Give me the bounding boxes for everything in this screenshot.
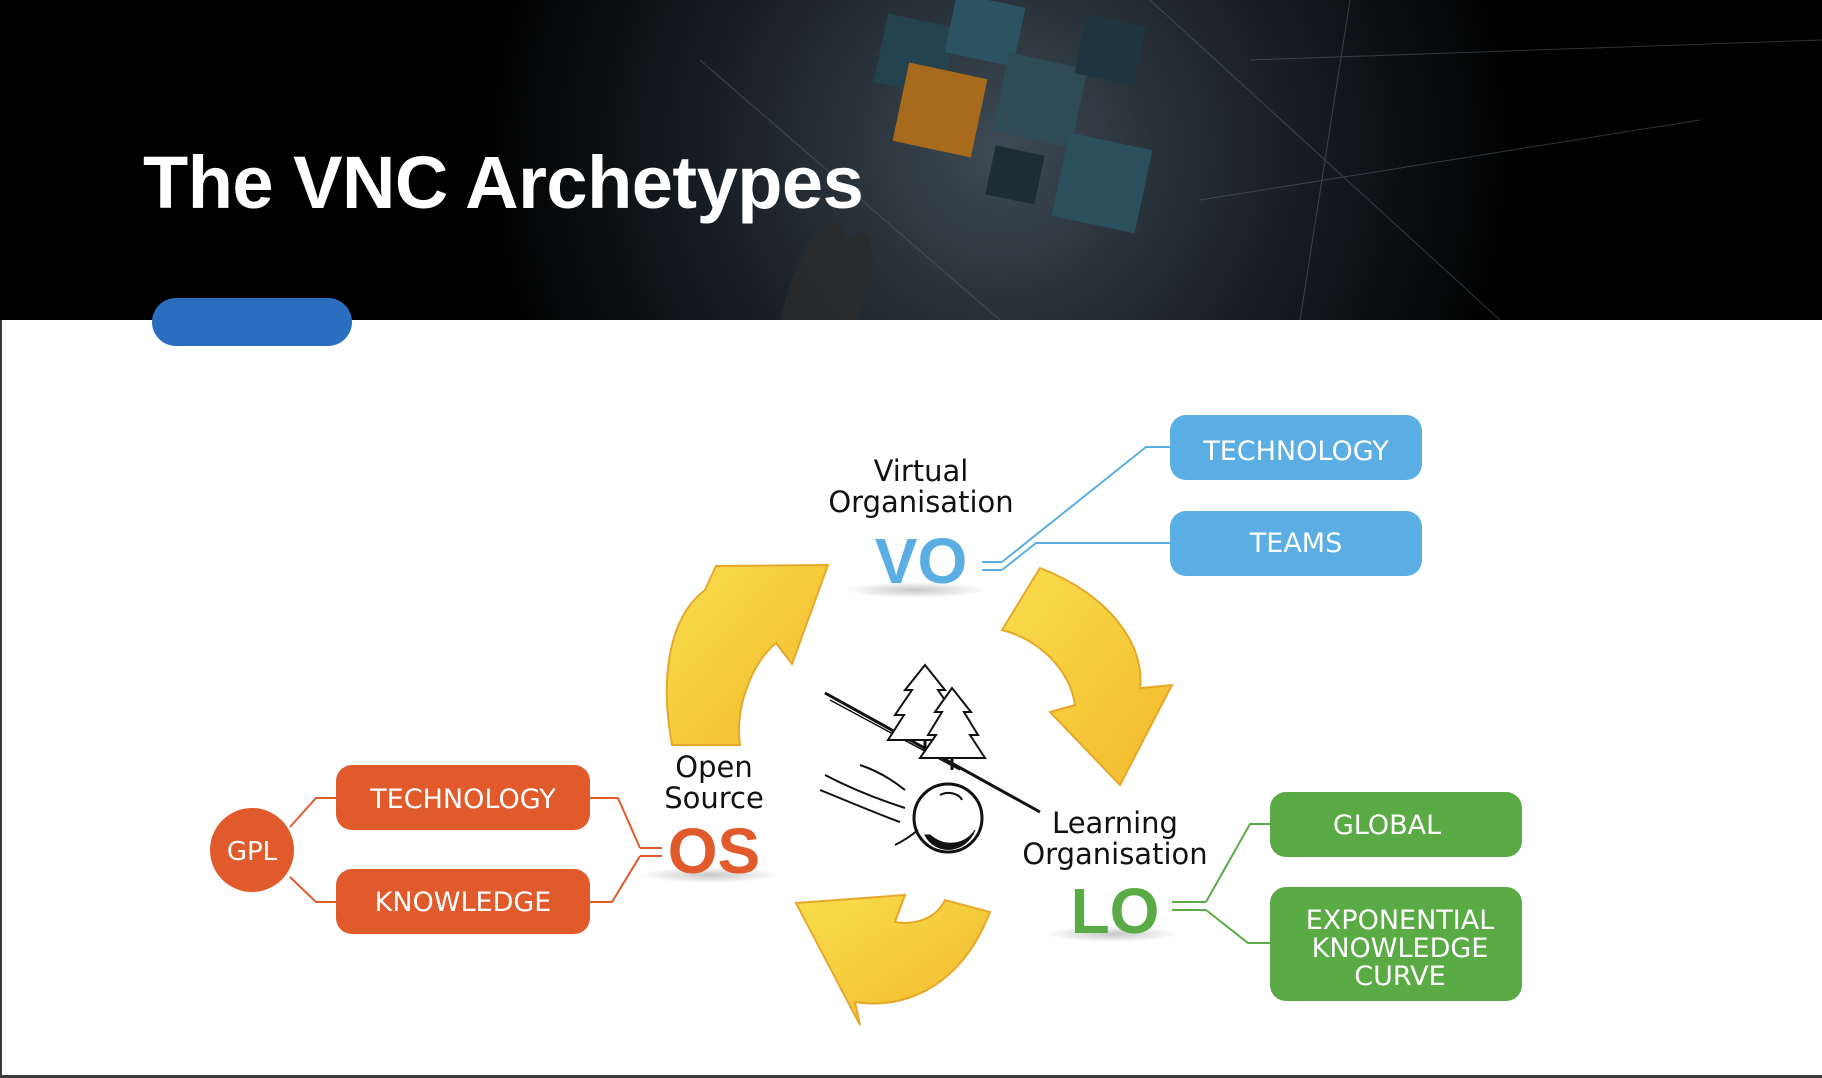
lo-caption-line2: Organisation <box>1022 837 1207 871</box>
cycle-arrows <box>665 563 1174 1026</box>
vo-shadow <box>843 582 987 598</box>
vo-teams-box <box>1170 511 1422 576</box>
lo-curve-label-line2: KNOWLEDGE <box>1312 933 1489 964</box>
lo-connectors <box>1172 823 1272 944</box>
gpl-circle <box>210 808 294 892</box>
cycle-arrow-vo-to-lo <box>1000 566 1174 787</box>
vo-acronym: VO <box>875 525 967 597</box>
lo-group: Learning Organisation LO GLOBAL EXPONENT… <box>1022 792 1522 1001</box>
lo-acronym: LO <box>1071 875 1160 947</box>
lo-exponential-curve-box <box>1270 887 1522 1001</box>
snowball-rolling-down-hill-icon <box>819 663 1041 854</box>
os-acronym: OS <box>668 815 760 887</box>
os-caption-line2: Source <box>664 781 764 815</box>
header-banner: The VNC Archetypes <box>0 0 1822 320</box>
slide-title: The VNC Archetypes <box>143 141 864 224</box>
vo-connectors <box>982 446 1172 571</box>
vo-technology-label: TECHNOLOGY <box>1202 436 1389 467</box>
hand-graphic <box>780 222 873 320</box>
cycle-arrow-lo-to-os <box>794 893 992 1026</box>
os-technology-box <box>336 765 590 830</box>
os-knowledge-box <box>336 869 590 934</box>
lo-shadow <box>1044 926 1180 942</box>
frame-border-bottom <box>0 1075 1822 1078</box>
lo-curve-label-line1: EXPONENTIAL <box>1306 905 1495 936</box>
os-shadow <box>640 867 780 883</box>
cubes-graphic <box>873 0 1153 234</box>
os-knowledge-label: KNOWLEDGE <box>375 887 552 918</box>
vo-technology-box <box>1170 415 1422 480</box>
os-caption-line1: Open <box>675 750 752 784</box>
lo-curve-label-line3: CURVE <box>1354 961 1445 992</box>
gpl-label: GPL <box>227 837 278 867</box>
os-technology-label: TECHNOLOGY <box>369 784 556 815</box>
os-group: Open Source OS TECHNOLOGY KNOWLEDGE GPL <box>210 750 764 934</box>
header-background-image <box>440 0 1822 320</box>
vo-group: Virtual Organisation VO TECHNOLOGY TEAMS <box>828 415 1422 597</box>
lo-global-label: GLOBAL <box>1333 810 1441 841</box>
cycle-arrow-os-to-vo <box>665 563 830 746</box>
vo-caption-line2: Organisation <box>828 485 1013 519</box>
accent-pill <box>152 298 352 346</box>
lo-caption-line1: Learning <box>1052 806 1178 840</box>
vo-teams-label: TEAMS <box>1249 528 1342 559</box>
frame-border-left <box>0 320 2 1078</box>
vo-caption-line1: Virtual <box>874 454 969 488</box>
os-connectors <box>289 797 662 903</box>
lo-global-box <box>1270 792 1522 857</box>
